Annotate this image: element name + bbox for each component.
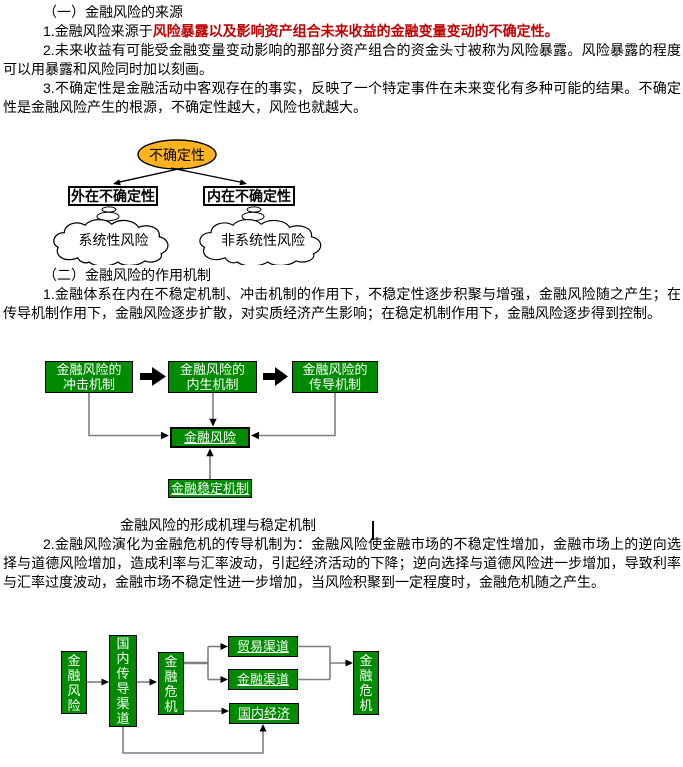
endogenous-mechanism-box: 金融风险的 内生机制 xyxy=(168,361,257,393)
nonsystematic-risk-cloud-label: 非系统性风险 xyxy=(221,232,305,248)
crisis-transmission-connectors xyxy=(87,643,353,754)
section1-paragraph2: 2.未来收益有可能受金融变量变动影响的那部分资产组合的资金头寸被称为风险暴露。风… xyxy=(3,42,681,77)
shock-mechanism-box: 金融风险的 冲击机制 xyxy=(45,361,133,393)
endogenous-mechanism-line1: 金融风险的 xyxy=(179,362,245,377)
section2-paragraph2: 2.金融风险演化为金融危机的传导机制为：金融风险使金融市场的不稳定性增加，金融市… xyxy=(3,536,681,590)
systematic-risk-cloud-label: 系统性风险 xyxy=(78,232,149,248)
left-bubble-small xyxy=(101,206,117,213)
arrowhead-right xyxy=(239,179,247,186)
section1-paragraph1: 1.金融风险来源于风险暴露以及影响资产组合未来收益的金融变量变动的不确定性。 xyxy=(3,22,681,41)
arrowhead-2 xyxy=(149,678,157,686)
paragraph1-highlight: 风险暴露以及影响资产组合未来收益的金融变量变动的不确定性。 xyxy=(152,23,559,39)
financial-risk-label: 金融风险 xyxy=(183,430,236,445)
diagram2-caption: 金融风险的形成机理与稳定机制 xyxy=(120,517,316,533)
connector-trans-to-risk xyxy=(258,393,336,437)
uncertainty-root-label: 不确定性 xyxy=(149,146,205,163)
crisis-transmission-diagram: 金融风险 国内传导渠道 金融危机 贸易渠道 金融渠道 国内经济 金融危机 xyxy=(0,628,420,767)
channel-loop xyxy=(122,727,264,754)
arrowhead-into-top xyxy=(209,418,217,427)
financial-risk-box-2: 金融风险 xyxy=(61,651,87,714)
right-bubble-small xyxy=(246,206,262,213)
connector-shock-to-risk xyxy=(88,393,162,437)
arrowhead-into-right xyxy=(251,431,259,440)
financial-channel-box: 金融渠道 xyxy=(228,669,298,690)
section2-paragraph1: 1.金融体系在内在不稳定机制、冲击机制的作用下，不稳定性逐步积聚与增强，金融风险… xyxy=(3,286,681,321)
arrowhead-6 xyxy=(221,707,229,715)
transmission-mechanism-line2: 传导机制 xyxy=(308,377,361,392)
transmission-mechanism-box: 金融风险的 传导机制 xyxy=(292,361,378,393)
internal-uncertainty-box: 内在不确定性 xyxy=(203,186,295,206)
arrowhead-4 xyxy=(220,676,228,683)
trade-channel-box: 贸易渠道 xyxy=(228,636,298,657)
domestic-economy-box: 国内经济 xyxy=(229,703,299,724)
arrowhead-into-bottom xyxy=(206,448,214,457)
section1-paragraph3: 3.不确定性是金融活动中客观存在的事实，反映了一个特定事件在未来变化有多种可能的… xyxy=(3,80,681,115)
arrow-to-left-box xyxy=(114,167,184,184)
transmission-mechanism-line1: 金融风险的 xyxy=(302,362,368,377)
left-bubble-large xyxy=(96,211,120,222)
shock-mechanism-line1: 金融风险的 xyxy=(56,362,122,377)
section1-text: （一）金融风险的来源 1.金融风险来源于风险暴露以及影响资产组合未来收益的金融变… xyxy=(0,3,681,117)
arrowhead-into-left xyxy=(161,431,169,440)
financial-channel-label: 金融渠道 xyxy=(236,672,289,687)
financial-crisis-box-2: 金融危机 xyxy=(353,651,379,715)
block-arrow-2 xyxy=(263,367,288,386)
trade-channel-label: 贸易渠道 xyxy=(236,639,289,654)
uncertainty-diagram: 不确定性 外在不确定性 内在不确定性 系统性风险 非系统性风险 xyxy=(0,138,380,265)
endogenous-mechanism-line2: 内生机制 xyxy=(186,377,239,392)
financial-risk-box: 金融风险 xyxy=(170,427,250,448)
section2-text: （二）金融风险的作用机制 1.金融体系在内在不稳定机制、冲击机制的作用下，不稳定… xyxy=(0,266,681,323)
shock-mechanism-line2: 冲击机制 xyxy=(62,377,115,392)
text-cursor[interactable] xyxy=(372,521,374,540)
block-arrow-1 xyxy=(140,367,166,386)
uncertainty-diagram-shapes xyxy=(53,139,322,265)
risk-mechanism-connectors xyxy=(88,367,336,479)
stability-mechanism-box: 金融稳定机制 xyxy=(168,479,252,498)
arrowhead-left xyxy=(113,179,121,186)
section1-heading: （一）金融风险的来源 xyxy=(43,4,183,20)
section2-heading: （二）金融风险的作用机制 xyxy=(43,267,211,283)
arrow-to-right-box xyxy=(170,167,246,184)
risk-mechanism-diagram: 金融风险的 冲击机制 金融风险的 内生机制 金融风险的 传导机制 金融风险 金融… xyxy=(0,356,400,501)
stability-mechanism-label: 金融稳定机制 xyxy=(170,481,249,496)
arrowhead-3 xyxy=(220,643,228,650)
section2-text-continued: 2.金融风险演化为金融危机的传导机制为：金融风险使金融市场的不稳定性增加，金融市… xyxy=(0,535,681,592)
arrowhead-7 xyxy=(259,724,267,732)
paragraph1-prefix: 1.金融风险来源于 xyxy=(43,23,153,39)
domestic-economy-label: 国内经济 xyxy=(237,706,290,721)
domestic-transmission-channel-box: 国内传导渠道 xyxy=(109,635,137,727)
arrowhead-1 xyxy=(101,678,109,686)
external-uncertainty-box: 外在不确定性 xyxy=(68,186,158,206)
arrowhead-5 xyxy=(345,659,353,667)
left-cloud-shape xyxy=(53,218,169,265)
right-cloud-shape xyxy=(199,219,322,265)
financial-crisis-box-1: 金融危机 xyxy=(158,652,184,715)
